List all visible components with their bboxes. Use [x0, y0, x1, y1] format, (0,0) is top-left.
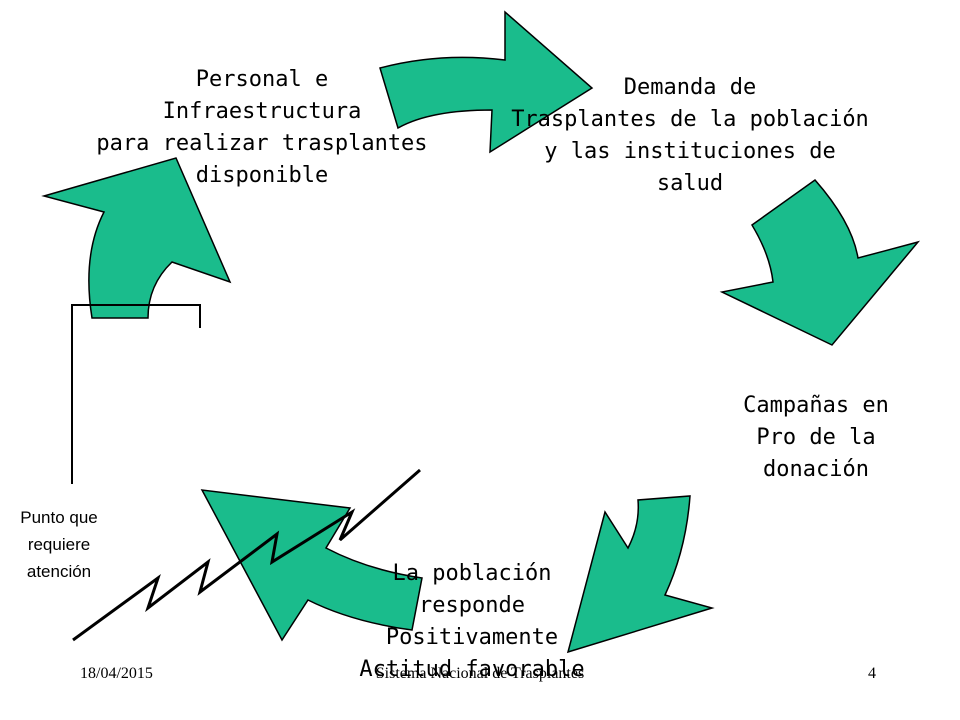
- node-campanas-line-3: donación: [763, 457, 869, 482]
- footer-center-title: Sistema Nacional de Trasplantes: [375, 665, 585, 682]
- node-poblacion: La población responde Positivamente Acti…: [332, 558, 612, 686]
- callout-line-1: Punto que: [20, 508, 98, 527]
- node-demanda-line-2: Trasplantes de la población: [511, 107, 869, 132]
- footer-date: 18/04/2015: [80, 665, 153, 682]
- node-demanda-line-4: salud: [656, 171, 724, 196]
- node-personal-line-1: Personal e: [195, 67, 329, 92]
- arrow-left-up: [41, 157, 232, 319]
- node-personal: Personal e Infraestructura para realizar…: [72, 64, 452, 192]
- arrow-poblacion-to-personal: [200, 489, 423, 642]
- node-poblacion-line-4: Actitud favorable: [359, 657, 585, 682]
- arrow-campanas-to-poblacion: [566, 495, 715, 654]
- break-zigzag-line: [72, 468, 421, 642]
- node-campanas: Campañas en Pro de la donación: [716, 390, 916, 486]
- node-poblacion-line-2: responde: [419, 593, 525, 618]
- node-demanda-line-1: Demanda de: [623, 75, 757, 100]
- node-personal-line-2: Infraestructura: [162, 99, 362, 124]
- footer-page-number: 4: [868, 665, 876, 682]
- node-demanda-line-3: y las instituciones de: [544, 139, 836, 164]
- node-poblacion-line-3: Positivamente: [385, 625, 559, 650]
- node-personal-line-4: disponible: [195, 163, 329, 188]
- arrow-demanda-to-campanas: [719, 178, 921, 346]
- node-poblacion-line-1: La población: [392, 561, 552, 586]
- callout-bracket-line: [71, 304, 201, 484]
- node-campanas-line-1: Campañas en: [743, 393, 889, 418]
- node-personal-line-3: para realizar trasplantes: [96, 131, 428, 156]
- callout-line-3: atención: [26, 562, 92, 581]
- callout-line-2: requiere: [27, 535, 91, 554]
- callout-label: Punto que requiere atención: [0, 504, 118, 585]
- arrow-personal-to-demanda: [379, 10, 594, 154]
- node-campanas-line-2: Pro de la: [756, 425, 876, 450]
- node-demanda: Demanda de Trasplantes de la población y…: [500, 72, 880, 200]
